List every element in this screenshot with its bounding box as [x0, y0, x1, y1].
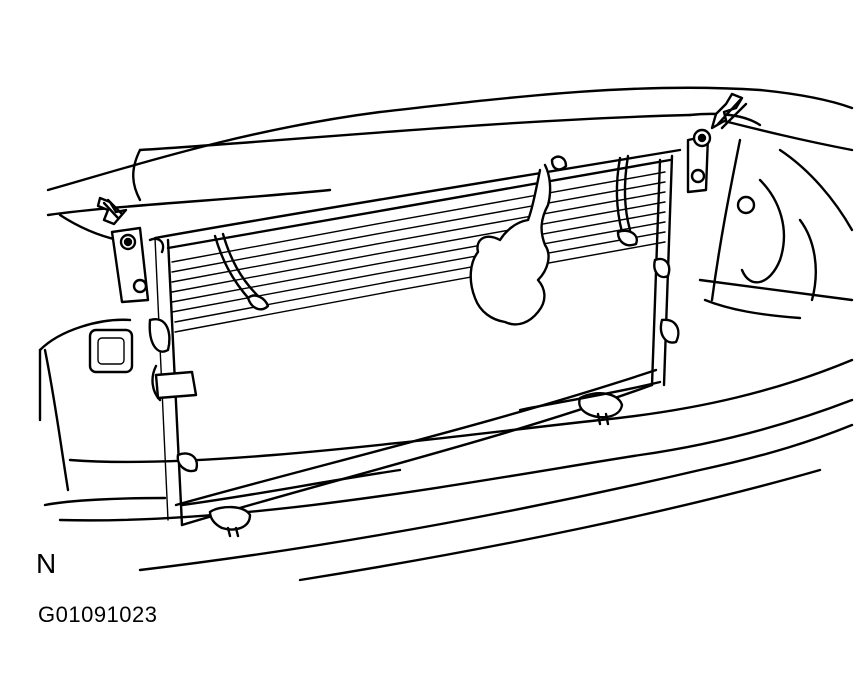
frame-clips [148, 257, 680, 473]
view-letter-label: N [36, 548, 57, 579]
condenser-fins [171, 171, 666, 333]
arrow-icon [710, 92, 748, 130]
right-body-structure [698, 118, 854, 320]
arrow-icon [96, 196, 128, 226]
condenser-frame [153, 148, 682, 527]
center-bracket [469, 155, 568, 326]
left-upper-bracket [110, 226, 165, 304]
figure-id-label: G01091023 [38, 602, 158, 627]
upper-radiator-support [46, 86, 854, 242]
refrigerant-hoses [213, 154, 638, 311]
right-upper-bracket [686, 128, 712, 194]
left-body-structure [38, 318, 167, 507]
lower-mounts [180, 380, 662, 538]
